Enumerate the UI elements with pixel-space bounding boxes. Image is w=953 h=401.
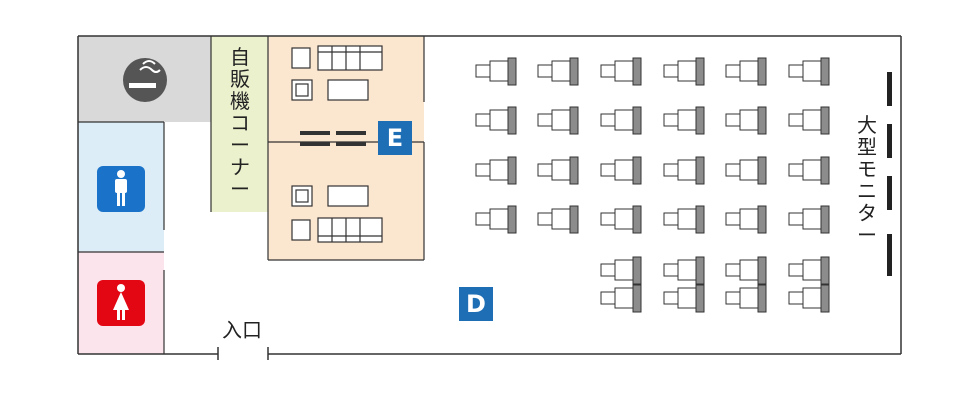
side-table [291, 219, 311, 241]
coffee-table [327, 79, 369, 101]
smoking-icon [123, 58, 167, 102]
seat [725, 156, 767, 185]
seat [537, 106, 579, 135]
large-monitor [887, 72, 892, 276]
seat [725, 256, 767, 285]
vending-corner [211, 36, 268, 212]
women-restroom-icon [97, 280, 145, 326]
seat [788, 205, 830, 234]
lounge-furniture-top [291, 45, 383, 101]
seat [663, 284, 705, 313]
seat [537, 57, 579, 86]
seat [600, 57, 642, 86]
seat [725, 106, 767, 135]
seat [788, 57, 830, 86]
men-restroom-icon [97, 166, 145, 212]
seat [725, 284, 767, 313]
sofa [317, 45, 383, 71]
seat [600, 156, 642, 185]
seat [537, 205, 579, 234]
seat [663, 57, 705, 86]
coffee-table [327, 185, 369, 207]
vending-corner-label: 自 販 機 コ ー ナ ー [230, 45, 250, 201]
counter-bars [300, 131, 366, 146]
seat [475, 57, 517, 86]
seat [537, 156, 579, 185]
seat [475, 156, 517, 185]
seat [788, 106, 830, 135]
seat [475, 106, 517, 135]
seat [788, 256, 830, 285]
seat [725, 205, 767, 234]
zone-d-badge: D [459, 287, 493, 321]
seat [600, 205, 642, 234]
seat [663, 106, 705, 135]
lounge-furniture-bottom [291, 185, 383, 243]
seat [475, 205, 517, 234]
sofa [317, 217, 383, 243]
seat [663, 205, 705, 234]
seat [600, 256, 642, 285]
seat [600, 106, 642, 135]
seating-area [475, 57, 830, 313]
seat [663, 156, 705, 185]
large-monitor-label: 大 型 モ ニ タ ー [857, 113, 877, 247]
seat [663, 256, 705, 285]
side-table [291, 47, 311, 69]
seat [788, 156, 830, 185]
outer-walls [77, 35, 902, 360]
entrance-label: 入口 [222, 318, 262, 342]
seat [725, 57, 767, 86]
seat [600, 284, 642, 313]
zone-e-badge: E [378, 121, 412, 155]
seat [788, 284, 830, 313]
